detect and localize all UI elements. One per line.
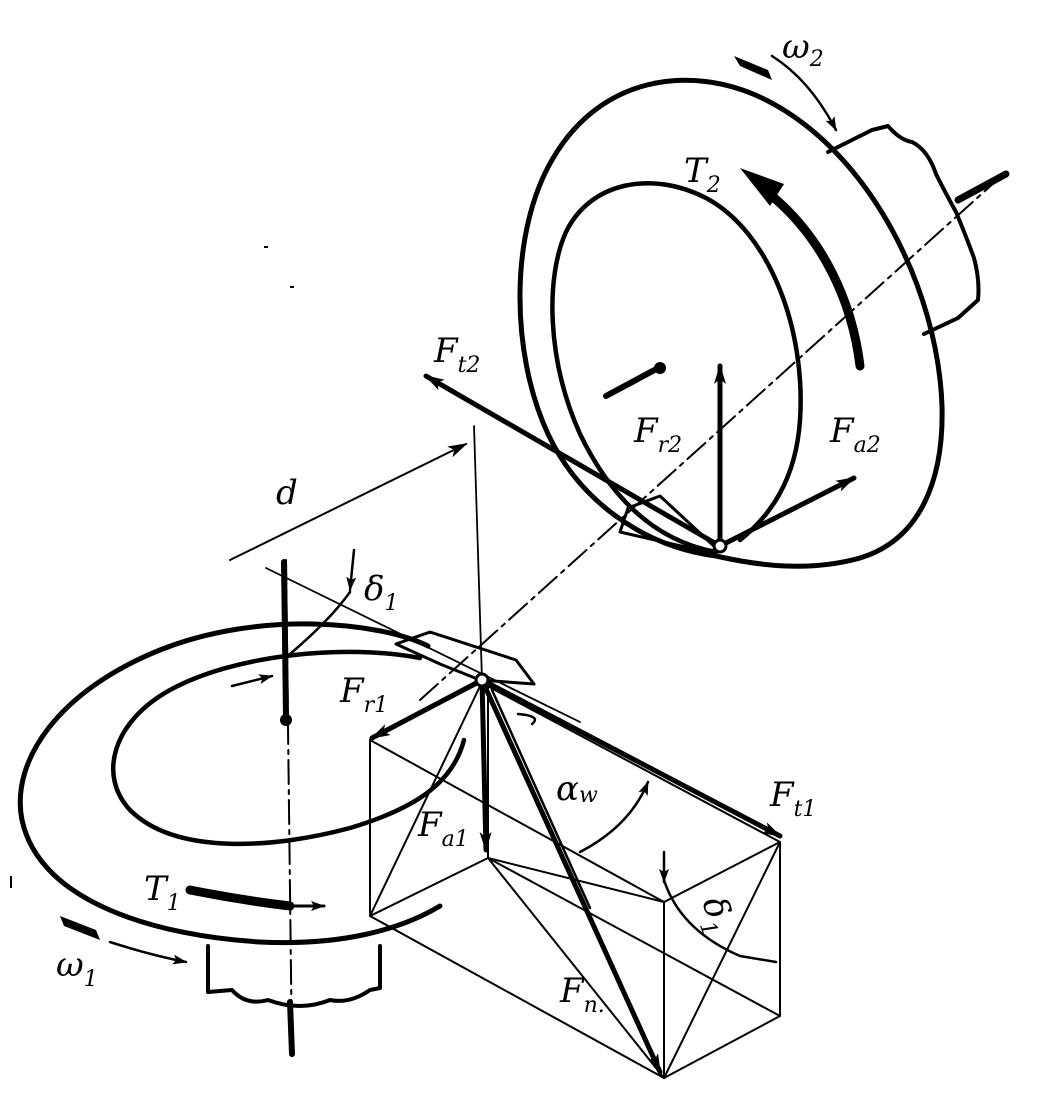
scan-specks [10,246,294,888]
alpha-w-arc2 [516,712,537,726]
Fa2-label: Fa2 [829,411,881,458]
Fa2-arrow [717,475,857,549]
omega1-label: ω1 [56,945,98,992]
Fa1-label: Fa1 [417,805,469,852]
gear2-pitch-circle [550,180,803,555]
Fr2-label: Fr2 [633,411,682,458]
box-edge-bottom-mid [487,857,781,1017]
delta1-top-arc [288,590,352,656]
omega2-label: ω2 [782,27,824,72]
gear1-cone-line [265,567,581,723]
box-edge-top-right [479,681,781,843]
force-vectors [369,363,857,1075]
gear1-hub [206,944,382,1008]
Ft2-label: Ft2 [433,331,480,378]
delta1-top-arrow [346,548,357,592]
gear1-angle-tick [230,674,274,688]
Fn-arrow [479,677,663,1075]
T1-label: T1 [144,869,181,916]
T2-arc [767,191,865,371]
upper-contact-point [712,538,728,554]
Ft1-label: Ft1 [769,775,816,822]
d-label: d [276,473,298,513]
omega1-feather [60,916,100,940]
gear1-center [280,714,292,726]
Fn-label: Fn. [559,971,605,1018]
vertical-ref-line [473,425,483,681]
gear2-outer-rim [517,77,945,569]
alpha-w-label: αw [556,769,598,809]
omega2-feather [734,56,772,80]
box-hidden-edge [487,857,665,903]
gear1-tooth [394,630,536,686]
delta1-box-arc [662,878,778,964]
box-right-face [663,841,781,1079]
gear1-shaft-bottom [287,999,295,1057]
box-edge-bottom-left [369,915,665,1079]
labels: ω2 T2 Ft2 Fr2 Fa2 d δ1 Fr1 Fa1 αw Ft1 δ1… [56,27,881,1018]
dimension-d [229,443,468,561]
T1-arc [185,885,295,911]
gear2-shaft-end [954,170,1010,204]
Fa1-arrow [479,677,492,853]
box-diagonal-right [663,841,781,1079]
box-edge-top-back [369,739,665,903]
gear2-shaft-stub [603,363,665,399]
Fn-guide [490,688,592,910]
alpha-w-arc [578,780,650,854]
driven-bevel-gear [419,54,1010,701]
omega2-arrow [770,54,838,132]
Ft1-arrow [479,677,783,839]
gear1-pitch-circle [111,649,467,847]
box-front-face [369,681,489,917]
gear1-shaft-top [281,559,289,719]
driving-bevel-gear [17,559,536,1057]
delta1-top-label: δ1 [364,569,398,616]
T2-label: T2 [684,151,721,198]
Fr1-arrow [369,677,485,741]
T2-arrowhead [740,168,784,206]
gear2-axis [419,171,1007,701]
Ft2-shadow [658,510,722,548]
gear2-center [654,362,666,374]
box-diagonal-bottom [487,857,665,1079]
Fr1-label: Fr1 [339,671,388,718]
gear2-hub [826,124,981,336]
omega1-arrow [108,940,188,965]
construction-lines [229,425,581,723]
lower-contact-point [474,672,490,688]
box-diagonal-front [369,681,483,917]
gear1-outer-rim [17,621,443,946]
